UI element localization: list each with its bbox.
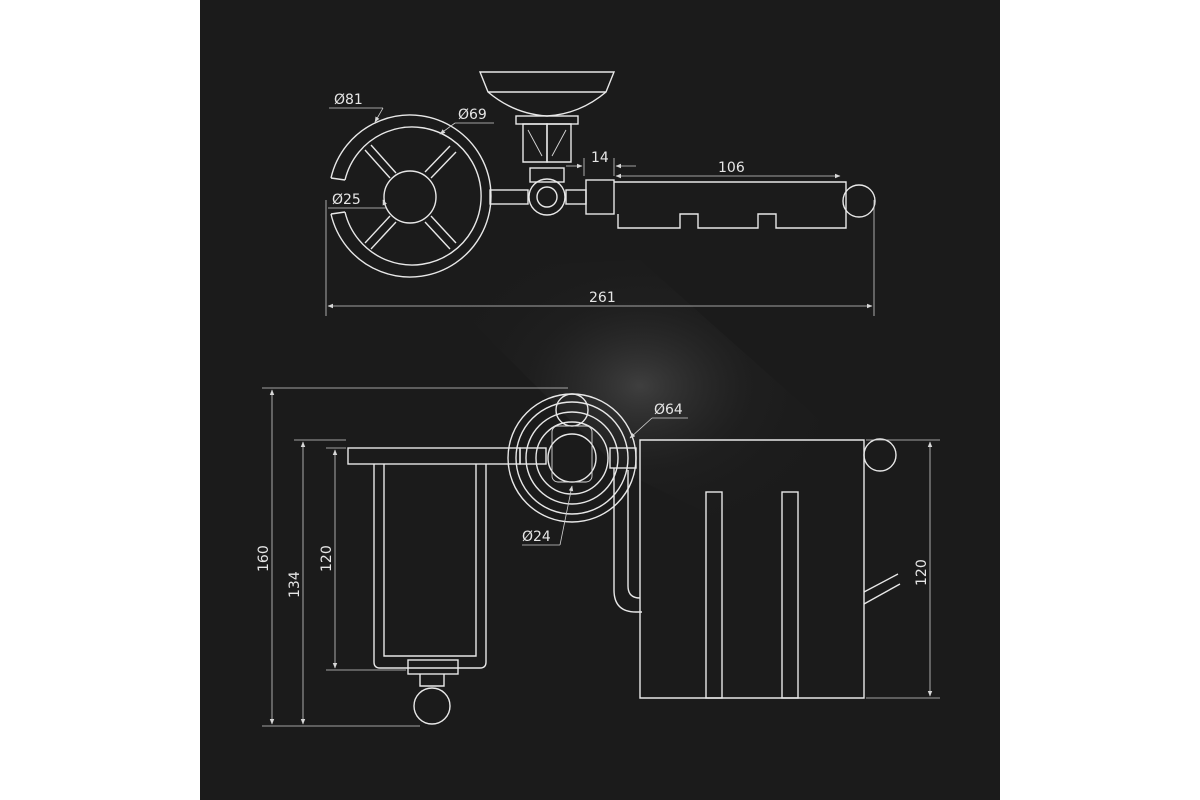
dim-top-outer-dia: Ø81 <box>334 92 363 108</box>
top-roll-bar <box>614 181 876 229</box>
dim-top-hub-dia: Ø25 <box>332 192 361 208</box>
dim-front-flange-dia: Ø64 <box>654 402 683 418</box>
dim-front-total-height: 160 <box>256 545 272 572</box>
dim-front-roll-height: 120 <box>914 559 930 586</box>
dim-top-inner-dia: Ø69 <box>458 107 487 123</box>
front-flange <box>507 393 637 523</box>
dim-top-length: 106 <box>718 160 745 176</box>
top-flange <box>478 71 616 163</box>
dim-front-cup-height: 120 <box>319 545 335 572</box>
dim-front-post-dia: Ø24 <box>522 529 551 545</box>
top-dimensions <box>325 107 875 316</box>
front-hook <box>613 468 642 613</box>
front-dimensions <box>262 387 940 727</box>
front-roll-holder <box>639 438 901 699</box>
top-view: Ø81 Ø69 Ø25 14 106 261 <box>325 71 876 316</box>
dim-top-total: 261 <box>589 290 616 306</box>
top-ring <box>330 114 492 278</box>
dim-front-holder-height: 134 <box>287 571 303 598</box>
dim-top-gap: 14 <box>591 150 609 166</box>
light-sweep <box>420 260 820 560</box>
top-connector <box>489 167 615 216</box>
front-view: 160 134 120 120 Ø64 Ø24 <box>256 387 940 727</box>
